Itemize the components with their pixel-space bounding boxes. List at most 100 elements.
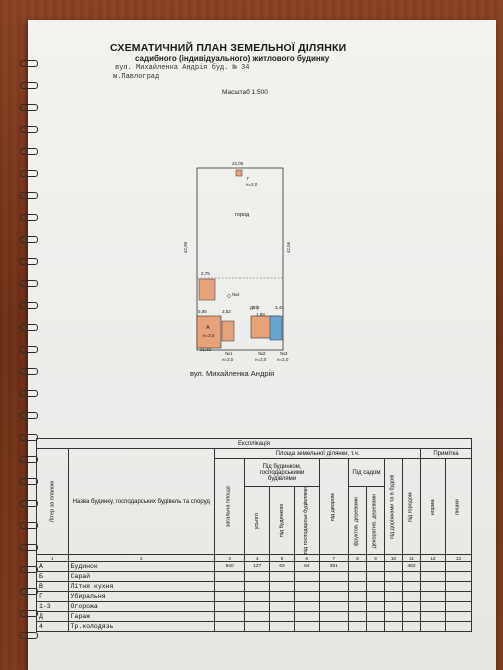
binder-ring (20, 258, 38, 265)
plan-left-side: 42,90 (183, 241, 189, 254)
binder-ring (20, 82, 38, 89)
binder-ring (20, 192, 38, 199)
toilet-building (235, 169, 243, 177)
table-row: Д Гараж (36, 611, 473, 623)
table-row: В Літня кухня (36, 581, 473, 593)
binder-ring (20, 148, 38, 155)
col-number: 13 (444, 554, 473, 563)
well (227, 294, 231, 298)
row-total-buildings: 127 (244, 561, 271, 573)
table-row: Г Убиральня (36, 591, 473, 603)
dim-275: 2,75 (201, 271, 210, 276)
binder-ring (20, 60, 38, 67)
dim-352: 3,52 (222, 309, 231, 314)
bottom-width: 21,82 (200, 347, 212, 352)
address-line: вул. Михайленка Андрія буд. № 34 (115, 64, 250, 72)
row-litera: Д (36, 611, 69, 623)
col-number: 12 (420, 554, 446, 563)
col-number: 1 (36, 554, 69, 563)
binder-ring (20, 434, 38, 441)
row-litera: 1-3 (36, 601, 69, 613)
fence-3: №3 (280, 351, 288, 356)
row-name: Літня кухня (67, 581, 215, 593)
explication-table: Експлікація Літер за планом Назва будинк… (36, 438, 473, 633)
house-a-height: н=3,0 (203, 333, 215, 338)
yard-label: двір (250, 305, 260, 311)
binder-ring (20, 478, 38, 485)
row-name: Сарай (67, 571, 215, 583)
house-a-label: А (206, 325, 210, 331)
binder-ring (20, 236, 38, 243)
row-litera: Б (36, 571, 69, 583)
garage (269, 315, 283, 341)
dim-188: 1,88 (256, 312, 265, 317)
table-row: 1-3 Огорожа (36, 601, 473, 613)
col-yard: під двором (319, 458, 349, 555)
row-total: 940 (213, 561, 246, 573)
fence-height-1: н=2,0 (222, 357, 234, 362)
table-row: А Будинок 940 127 63 64 351 462 (36, 561, 473, 573)
col-outbuildings: під господарськ будівлями (294, 486, 320, 555)
col-house: під будинком (269, 486, 295, 555)
dim-585: 5,85 (198, 309, 207, 314)
document-subtitle: садибного (індивідуального) житлового бу… (135, 54, 330, 63)
row-name: Огорожа (67, 601, 215, 613)
group-note: Примітка (420, 448, 472, 459)
binder-ring (20, 500, 38, 507)
col-name: Назва будинку, господарських будівель та… (67, 447, 215, 556)
binder-ring (20, 544, 38, 551)
row-name: Гараж (67, 611, 215, 623)
binder-ring (20, 170, 38, 177)
row-yard: 351 (318, 561, 349, 573)
well-label: №4 (232, 292, 240, 297)
table-row: Б Сарай (36, 571, 473, 583)
toilet-label: Г (247, 176, 250, 181)
fence-2: №2 (258, 351, 266, 356)
binder-ring (20, 324, 38, 331)
row-name: Убиральня (67, 591, 215, 603)
binder-ring (20, 412, 38, 419)
row-litera: В (36, 581, 69, 593)
document-title: СХЕМАТИЧНИЙ ПЛАН ЗЕМЕЛЬНОЇ ДІЛЯНКИ (110, 42, 347, 54)
col-veg: під городом (402, 458, 421, 555)
col-total: загальна площа (214, 458, 245, 555)
col-decor: декоратив. деревами (366, 486, 385, 555)
binder-ring (20, 368, 38, 375)
col-number: 3 (213, 554, 246, 563)
binder-ring (20, 522, 38, 529)
street-label: вул. Михайленка Андрія (190, 369, 275, 378)
plan-right-side: 42,56 (286, 241, 292, 254)
col-number: 5 (269, 554, 295, 563)
scale-label: Масштаб 1:500 (222, 89, 268, 96)
fence-height-2: н=2,0 (255, 357, 267, 362)
binder-ring (20, 104, 38, 111)
site-plan (196, 167, 284, 351)
fence-1: №1 (225, 351, 233, 356)
binder-ring (20, 390, 38, 397)
col-number: 10 (383, 554, 403, 563)
group-area: Площа земельної ділянки, т.ч. (213, 448, 422, 459)
binder-ring (20, 302, 38, 309)
row-litera: А (36, 561, 69, 573)
col-number: 6 (293, 554, 320, 563)
row-name: Будинок (67, 561, 215, 573)
group-buildings: Під будинком, господарськими будівлями (244, 458, 320, 487)
table-caption: Експлікація (36, 438, 472, 449)
row-outbuildings: 64 (293, 561, 320, 573)
binder-ring (20, 456, 38, 463)
col-number: 8 (347, 554, 367, 563)
city-line: м.Павлоград (113, 73, 160, 81)
col-number: 2 (67, 554, 215, 563)
col-number: 11 (401, 554, 422, 563)
col-litera: Літер за планом (36, 448, 69, 555)
row-veg: 462 (401, 561, 422, 573)
row-house: 63 (269, 561, 295, 573)
binder-ring (20, 126, 38, 133)
col-fruit: фруктов. деревами (348, 486, 367, 555)
row-name: Тр.колодязь (67, 621, 215, 633)
dim-343: 3,43 (275, 305, 284, 310)
house-a (196, 315, 222, 349)
col-number: 7 (318, 554, 349, 563)
group-garden: Під садом (347, 458, 385, 487)
col-total-buildings: усього (244, 486, 270, 555)
